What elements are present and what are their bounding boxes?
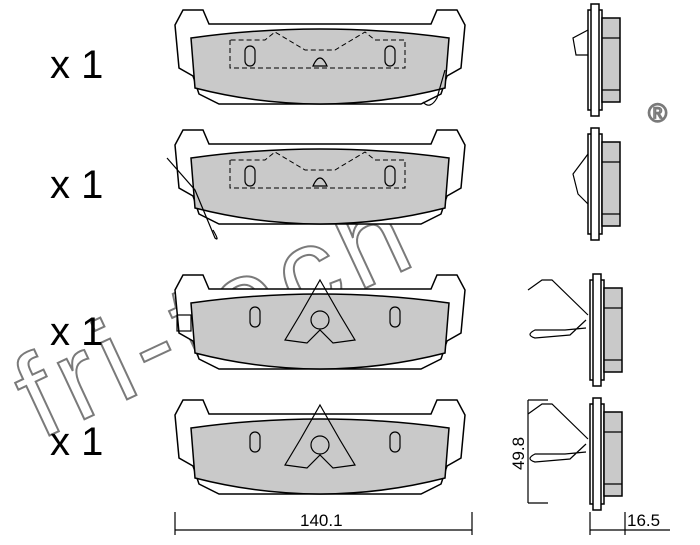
height-value: 49.8 bbox=[509, 437, 528, 470]
brake-pad-2 bbox=[166, 129, 466, 240]
height-dimension: 49.8 bbox=[509, 399, 548, 504]
thickness-value: 16.5 bbox=[627, 511, 660, 530]
quantity-label-1: x 1 bbox=[50, 43, 103, 87]
thickness-dimension: 16.5 bbox=[589, 511, 670, 535]
brake-pad-3 bbox=[174, 274, 466, 370]
registered-mark: ® bbox=[648, 98, 667, 128]
side-view-4 bbox=[527, 397, 623, 511]
quantity-label-3: x 1 bbox=[50, 310, 103, 354]
brake-pad-4 bbox=[174, 399, 466, 495]
brake-pad-1 bbox=[174, 9, 466, 106]
side-view-1 bbox=[572, 3, 621, 117]
quantity-label-4: x 1 bbox=[50, 420, 103, 464]
width-dimension: 140.1 bbox=[174, 511, 473, 535]
side-view-3 bbox=[527, 273, 623, 387]
side-view-2 bbox=[572, 127, 621, 241]
quantity-label-2: x 1 bbox=[50, 163, 103, 207]
width-value: 140.1 bbox=[300, 511, 343, 530]
